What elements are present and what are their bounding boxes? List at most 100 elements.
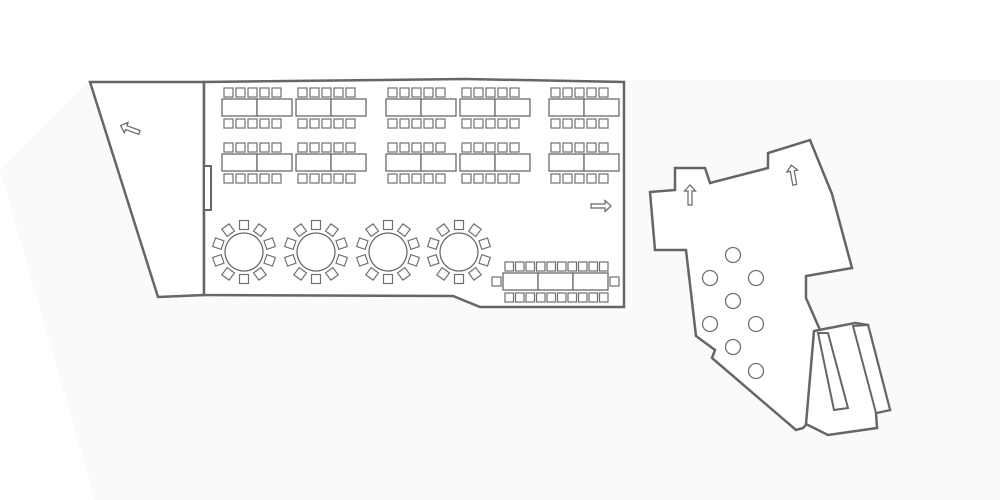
rect-table [385, 98, 422, 117]
round-table [439, 232, 479, 272]
chair [577, 292, 588, 303]
chair [345, 173, 356, 184]
chair [550, 118, 561, 129]
chair [411, 173, 422, 184]
long-table-group [491, 261, 620, 303]
chair [546, 261, 557, 272]
chair [309, 142, 320, 153]
chair [525, 261, 536, 272]
chair [271, 173, 282, 184]
chair [387, 87, 398, 98]
chair [221, 223, 236, 238]
chair [514, 261, 525, 272]
chair [387, 142, 398, 153]
chair [309, 173, 320, 184]
chair [247, 173, 258, 184]
chair [567, 292, 578, 303]
chair [283, 237, 297, 251]
side-room-stage-inner-2 [851, 323, 892, 415]
chair [574, 173, 585, 184]
chair [509, 118, 520, 129]
chair [211, 237, 225, 251]
chair [259, 87, 270, 98]
chair [550, 87, 561, 98]
chair [223, 173, 234, 184]
chair [259, 173, 270, 184]
chair [355, 253, 369, 267]
chair [485, 118, 496, 129]
chair [485, 87, 496, 98]
chair [399, 118, 410, 129]
chair [333, 118, 344, 129]
rect-table [583, 153, 620, 172]
chair [461, 173, 472, 184]
chair [297, 118, 308, 129]
chair [365, 266, 380, 281]
chair [235, 142, 246, 153]
chair [509, 87, 520, 98]
exit-arrows [119, 121, 800, 213]
chair [259, 118, 270, 129]
banquet-hall [202, 77, 626, 309]
hall-doorway [203, 165, 212, 211]
chair [504, 292, 515, 303]
rect-table [221, 98, 258, 117]
chair [577, 261, 588, 272]
chair [309, 118, 320, 129]
pillar [747, 315, 765, 333]
chair [221, 266, 236, 281]
rect-table [295, 98, 332, 117]
chair [467, 266, 482, 281]
chair [473, 118, 484, 129]
chair [263, 253, 277, 267]
chair [407, 237, 421, 251]
chair [426, 237, 440, 251]
chair [238, 219, 250, 231]
chair [586, 142, 597, 153]
chair [247, 142, 258, 153]
pillar [701, 315, 719, 333]
chair [223, 142, 234, 153]
chair [293, 223, 308, 238]
chair [411, 118, 422, 129]
chair [562, 118, 573, 129]
chair [321, 142, 332, 153]
chair [293, 266, 308, 281]
round-table [296, 232, 336, 272]
chair [586, 87, 597, 98]
chair [223, 87, 234, 98]
chair [497, 173, 508, 184]
chair [556, 292, 567, 303]
chair [297, 87, 308, 98]
chair [509, 173, 520, 184]
chair [598, 173, 609, 184]
chair [562, 173, 573, 184]
chair [382, 273, 394, 285]
chair [247, 87, 258, 98]
chair [497, 87, 508, 98]
rect-table [459, 153, 496, 172]
chair [333, 173, 344, 184]
pillar [701, 269, 719, 287]
chair [461, 87, 472, 98]
chair [423, 87, 434, 98]
chair [335, 253, 349, 267]
chair [435, 142, 446, 153]
rect-table [548, 98, 585, 117]
chair [435, 118, 446, 129]
pillar-group [701, 246, 765, 380]
chair [598, 87, 609, 98]
chair [271, 87, 282, 98]
chair [387, 118, 398, 129]
pillar [724, 292, 742, 310]
chair [586, 173, 597, 184]
chair [588, 292, 599, 303]
rect-table [256, 153, 293, 172]
round-table-group [211, 219, 492, 285]
chair [411, 142, 422, 153]
long-table-segment [502, 272, 539, 291]
chair [586, 118, 597, 129]
chair [423, 173, 434, 184]
chair [574, 87, 585, 98]
chair [309, 87, 320, 98]
